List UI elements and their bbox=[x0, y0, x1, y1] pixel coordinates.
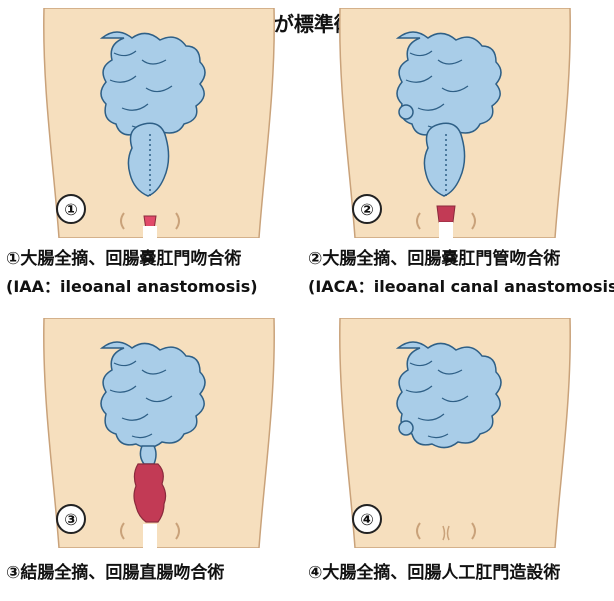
anal-canal bbox=[439, 222, 453, 238]
panel-number: ② bbox=[352, 194, 382, 224]
small-intestine bbox=[101, 342, 205, 448]
diagram-panel-1: ① bbox=[14, 8, 304, 238]
diverting-stoma bbox=[399, 105, 413, 119]
small-intestine bbox=[397, 32, 501, 138]
diagram-panel-4: ④ bbox=[310, 318, 600, 548]
small-intestine bbox=[101, 32, 205, 138]
caption-subtitle: (IACA：ileoanal canal anastomosis) bbox=[308, 273, 614, 297]
caption-title: ③結腸全摘、回腸直腸吻合術 bbox=[6, 558, 224, 583]
caption-title: ④大腸全摘、回腸人工肛門造設術 bbox=[308, 558, 560, 583]
rectum bbox=[134, 464, 166, 522]
panel-number: ④ bbox=[352, 504, 382, 534]
caption-panel-4: ④大腸全摘、回腸人工肛門造設術 bbox=[308, 558, 560, 583]
caption-panel-1: ①大腸全摘、回腸嚢肛門吻合術 (IAA：ileoanal anastomosis… bbox=[6, 244, 258, 297]
anal-canal bbox=[143, 226, 157, 238]
caption-subtitle: (IAA：ileoanal anastomosis) bbox=[6, 273, 258, 297]
end-ileostomy bbox=[399, 421, 413, 435]
caption-title: ①大腸全摘、回腸嚢肛門吻合術 bbox=[6, 244, 258, 269]
anal-canal bbox=[143, 524, 157, 548]
caption-title: ②大腸全摘、回腸嚢肛門管吻合術 bbox=[308, 244, 614, 269]
residual-anal-canal bbox=[437, 206, 455, 222]
panel-number: ① bbox=[56, 194, 86, 224]
caption-panel-3: ③結腸全摘、回腸直腸吻合術 bbox=[6, 558, 224, 583]
diagram-panel-2: ② bbox=[310, 8, 600, 238]
caption-panel-2: ②大腸全摘、回腸嚢肛門管吻合術 (IACA：ileoanal canal ana… bbox=[308, 244, 614, 297]
diagram-panel-3: ③ bbox=[14, 318, 304, 548]
panel-number: ③ bbox=[56, 504, 86, 534]
ileum-to-rectum bbox=[140, 446, 156, 464]
